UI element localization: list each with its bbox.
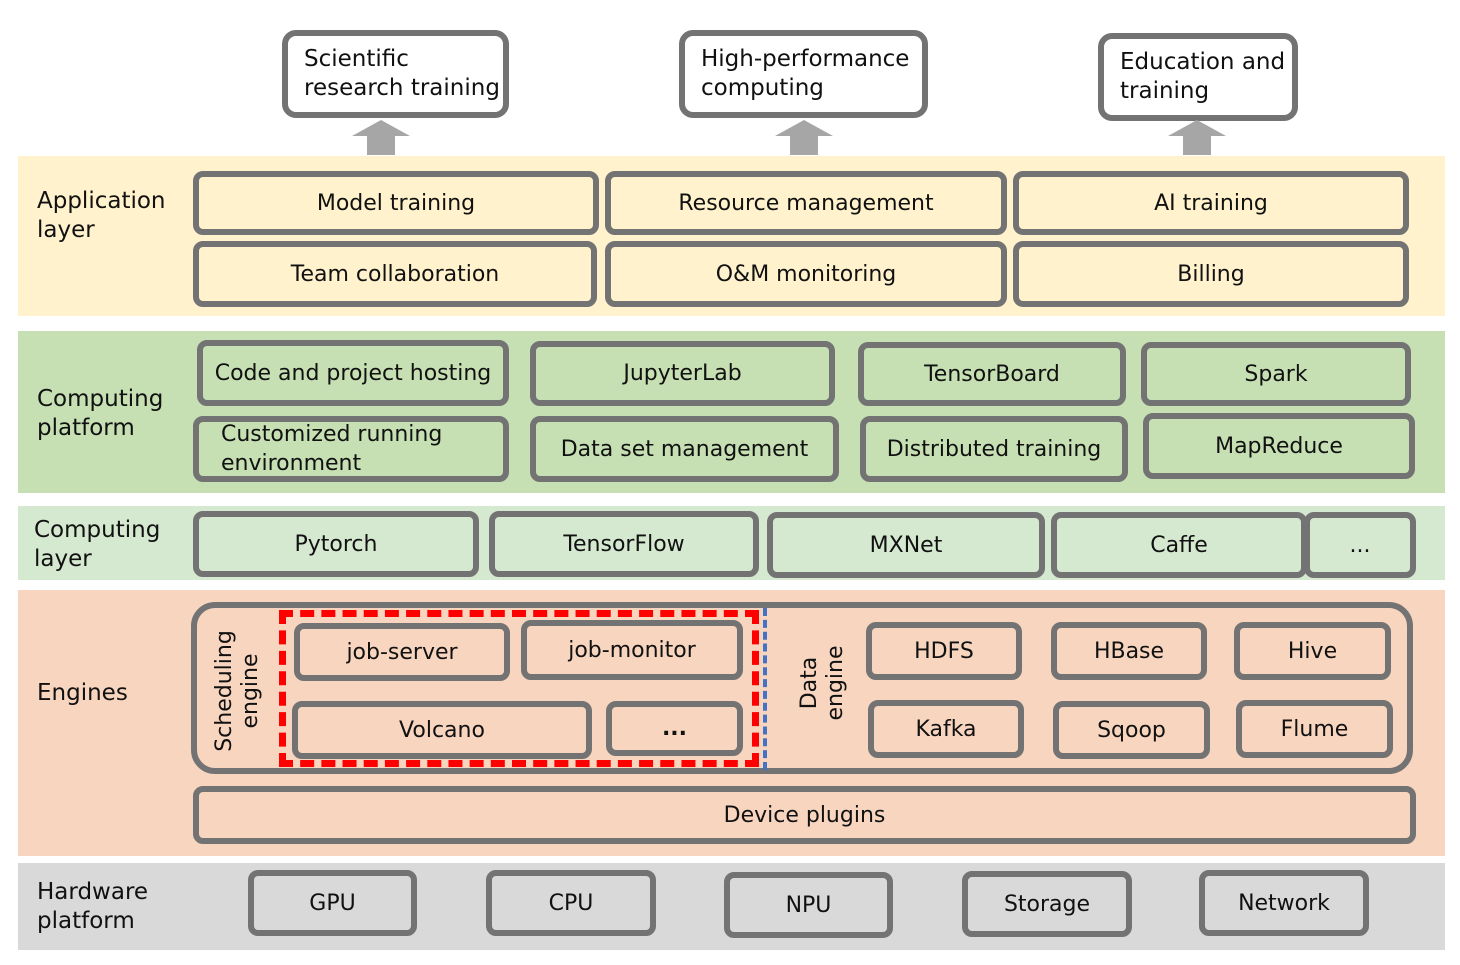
data-hive: Hive <box>1234 622 1391 680</box>
data-sqoop: Sqoop <box>1053 701 1210 759</box>
scheduling-engine-highlight <box>279 610 759 767</box>
data-engine-label: Data engine <box>797 645 848 721</box>
scheduler-volcano: Volcano <box>292 701 592 759</box>
platform-code-project-hosting: Code and project hosting <box>197 340 509 406</box>
framework-tensorflow: TensorFlow <box>489 511 759 577</box>
app-model-training: Model training <box>193 171 599 235</box>
hardware-npu: NPU <box>724 872 893 938</box>
device-plugins: Device plugins <box>193 786 1416 844</box>
computing-platform-label: Computing platform <box>37 386 164 441</box>
framework-pytorch: Pytorch <box>193 511 479 577</box>
hardware-storage: Storage <box>962 871 1132 937</box>
platform-distributed-training: Distributed training <box>860 416 1128 482</box>
platform-spark: Spark <box>1141 342 1411 406</box>
output-education-and-training: Education and training <box>1098 33 1298 121</box>
framework-more: ... <box>1304 512 1416 578</box>
framework-mxnet: MXNet <box>767 512 1045 578</box>
application-layer-label: Application layer <box>37 188 166 243</box>
app-om-monitoring: O&M monitoring <box>605 241 1007 307</box>
hardware-gpu: GPU <box>248 870 417 936</box>
data-kafka: Kafka <box>868 700 1024 758</box>
hardware-cpu: CPU <box>486 870 656 936</box>
computing-layer-label: Computing layer <box>34 517 161 572</box>
scheduler-more: ... <box>606 701 743 756</box>
engine-divider <box>763 608 767 770</box>
data-hdfs: HDFS <box>866 622 1022 680</box>
hardware-network: Network <box>1199 870 1369 936</box>
app-ai-training: AI training <box>1013 171 1409 235</box>
platform-jupyterlab: JupyterLab <box>530 341 835 406</box>
computing-layer-band <box>18 506 1445 580</box>
platform-mapreduce: MapReduce <box>1143 413 1415 479</box>
platform-customized-running-environment: Customized running environment <box>193 416 509 482</box>
output-scientific-research-training: Scientific research training <box>282 30 509 118</box>
scheduler-job-server: job-server <box>294 623 510 681</box>
engines-container <box>191 602 1413 774</box>
platform-tensorboard: TensorBoard <box>858 342 1126 406</box>
app-billing: Billing <box>1013 241 1409 307</box>
scheduler-job-monitor: job-monitor <box>521 620 743 680</box>
computing-platform-band <box>18 331 1445 493</box>
app-team-collaboration: Team collaboration <box>193 241 597 307</box>
application-layer-band <box>18 156 1445 316</box>
framework-caffe: Caffe <box>1051 512 1307 578</box>
engines-label: Engines <box>37 680 128 706</box>
data-hbase: HBase <box>1051 622 1207 680</box>
data-flume: Flume <box>1236 700 1393 758</box>
app-resource-management: Resource management <box>605 171 1007 235</box>
platform-data-set-management: Data set management <box>530 416 839 482</box>
output-high-performance-computing: High-performance computing <box>679 30 928 118</box>
scheduling-engine-label: Scheduling engine <box>212 630 263 752</box>
hardware-platform-label: Hardware platform <box>37 879 149 934</box>
